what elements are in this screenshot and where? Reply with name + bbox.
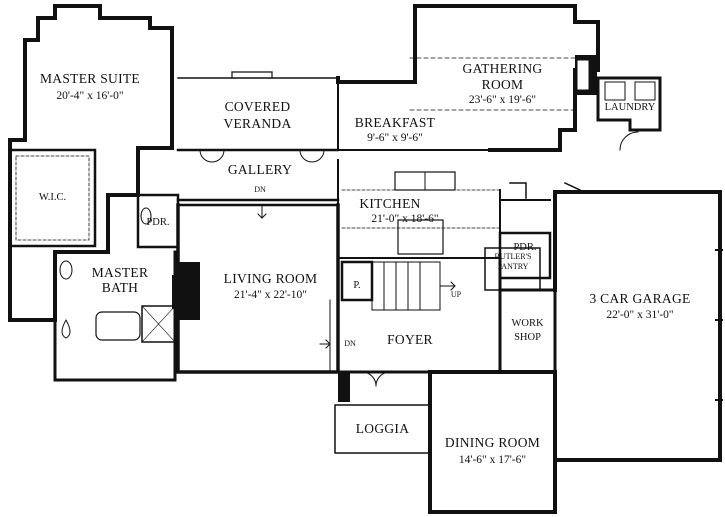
- foyer-dn-label: DN: [344, 339, 356, 348]
- gallery-walls: [176, 148, 340, 207]
- kitchen-dims: 21'-0" x 18'-6": [371, 213, 439, 225]
- stair-up-label: UP: [450, 290, 462, 299]
- pdr-right-name: PDR.: [513, 242, 537, 253]
- gathering-room-walls: [336, 4, 600, 152]
- pantry-name: P.: [353, 280, 361, 291]
- pdr-right-walls: [498, 231, 552, 280]
- laundry-name: LAUNDRY: [604, 102, 656, 113]
- garage-dims: 22'-0" x 31'-0": [606, 309, 674, 321]
- gallery-dn-label: DN: [254, 185, 266, 194]
- wic-walls: [8, 148, 97, 248]
- gathering-room-name-line2: ROOM: [481, 77, 524, 92]
- stair: [371, 261, 441, 311]
- master-bath-name-line2: BATH: [101, 280, 139, 295]
- work-shop-name-line1: WORK: [511, 318, 544, 329]
- breakfast-walls: [337, 81, 491, 151]
- butlers-pantry-name-line1: BUTLER'S: [494, 252, 532, 261]
- dining-room-dims: 14'-6" x 17'-6": [458, 454, 527, 466]
- pdr-left-name: PDR.: [146, 217, 170, 228]
- master-suite-name: MASTER SUITE: [40, 71, 140, 86]
- gathering-room-name-line1: GATHERING: [462, 61, 543, 76]
- butlers-pantry-name-line2: PANTRY: [497, 262, 529, 271]
- gallery-name: GALLERY: [227, 162, 293, 177]
- master-suite-dims: 20'-4" x 16'-0": [56, 90, 124, 102]
- dining-room-name: DINING ROOM: [444, 435, 541, 450]
- dining-room-walls: [428, 370, 557, 514]
- master-bath-name-line1: MASTER: [91, 265, 149, 280]
- laundry-walls: [596, 76, 662, 132]
- foyer-name: FOYER: [387, 332, 433, 347]
- breakfast-name: BREAKFAST: [354, 115, 436, 130]
- gathering-room-dims: 23'-6" x 19'-6": [468, 94, 537, 106]
- living-room-dims: 21'-4" x 22'-10": [234, 289, 307, 301]
- foyer-walls: [336, 256, 502, 374]
- loggia-name: LOGGIA: [355, 421, 410, 436]
- breakfast-dims: 9'-6" x 9'-6": [367, 132, 423, 144]
- covered-veranda-name-line2: VERANDA: [223, 116, 292, 131]
- garage-name: 3 CAR GARAGE: [589, 291, 691, 306]
- work-shop-name-line2: SHOP: [514, 332, 541, 343]
- garage-walls: [553, 190, 722, 462]
- living-room-name: LIVING ROOM: [223, 271, 318, 286]
- master-suite-walls: [8, 4, 174, 322]
- work-shop-walls: [498, 288, 557, 374]
- covered-veranda-name-line1: COVERED: [224, 99, 291, 114]
- kitchen-name: KITCHEN: [359, 196, 421, 211]
- wic-name: W.I.C.: [38, 192, 67, 203]
